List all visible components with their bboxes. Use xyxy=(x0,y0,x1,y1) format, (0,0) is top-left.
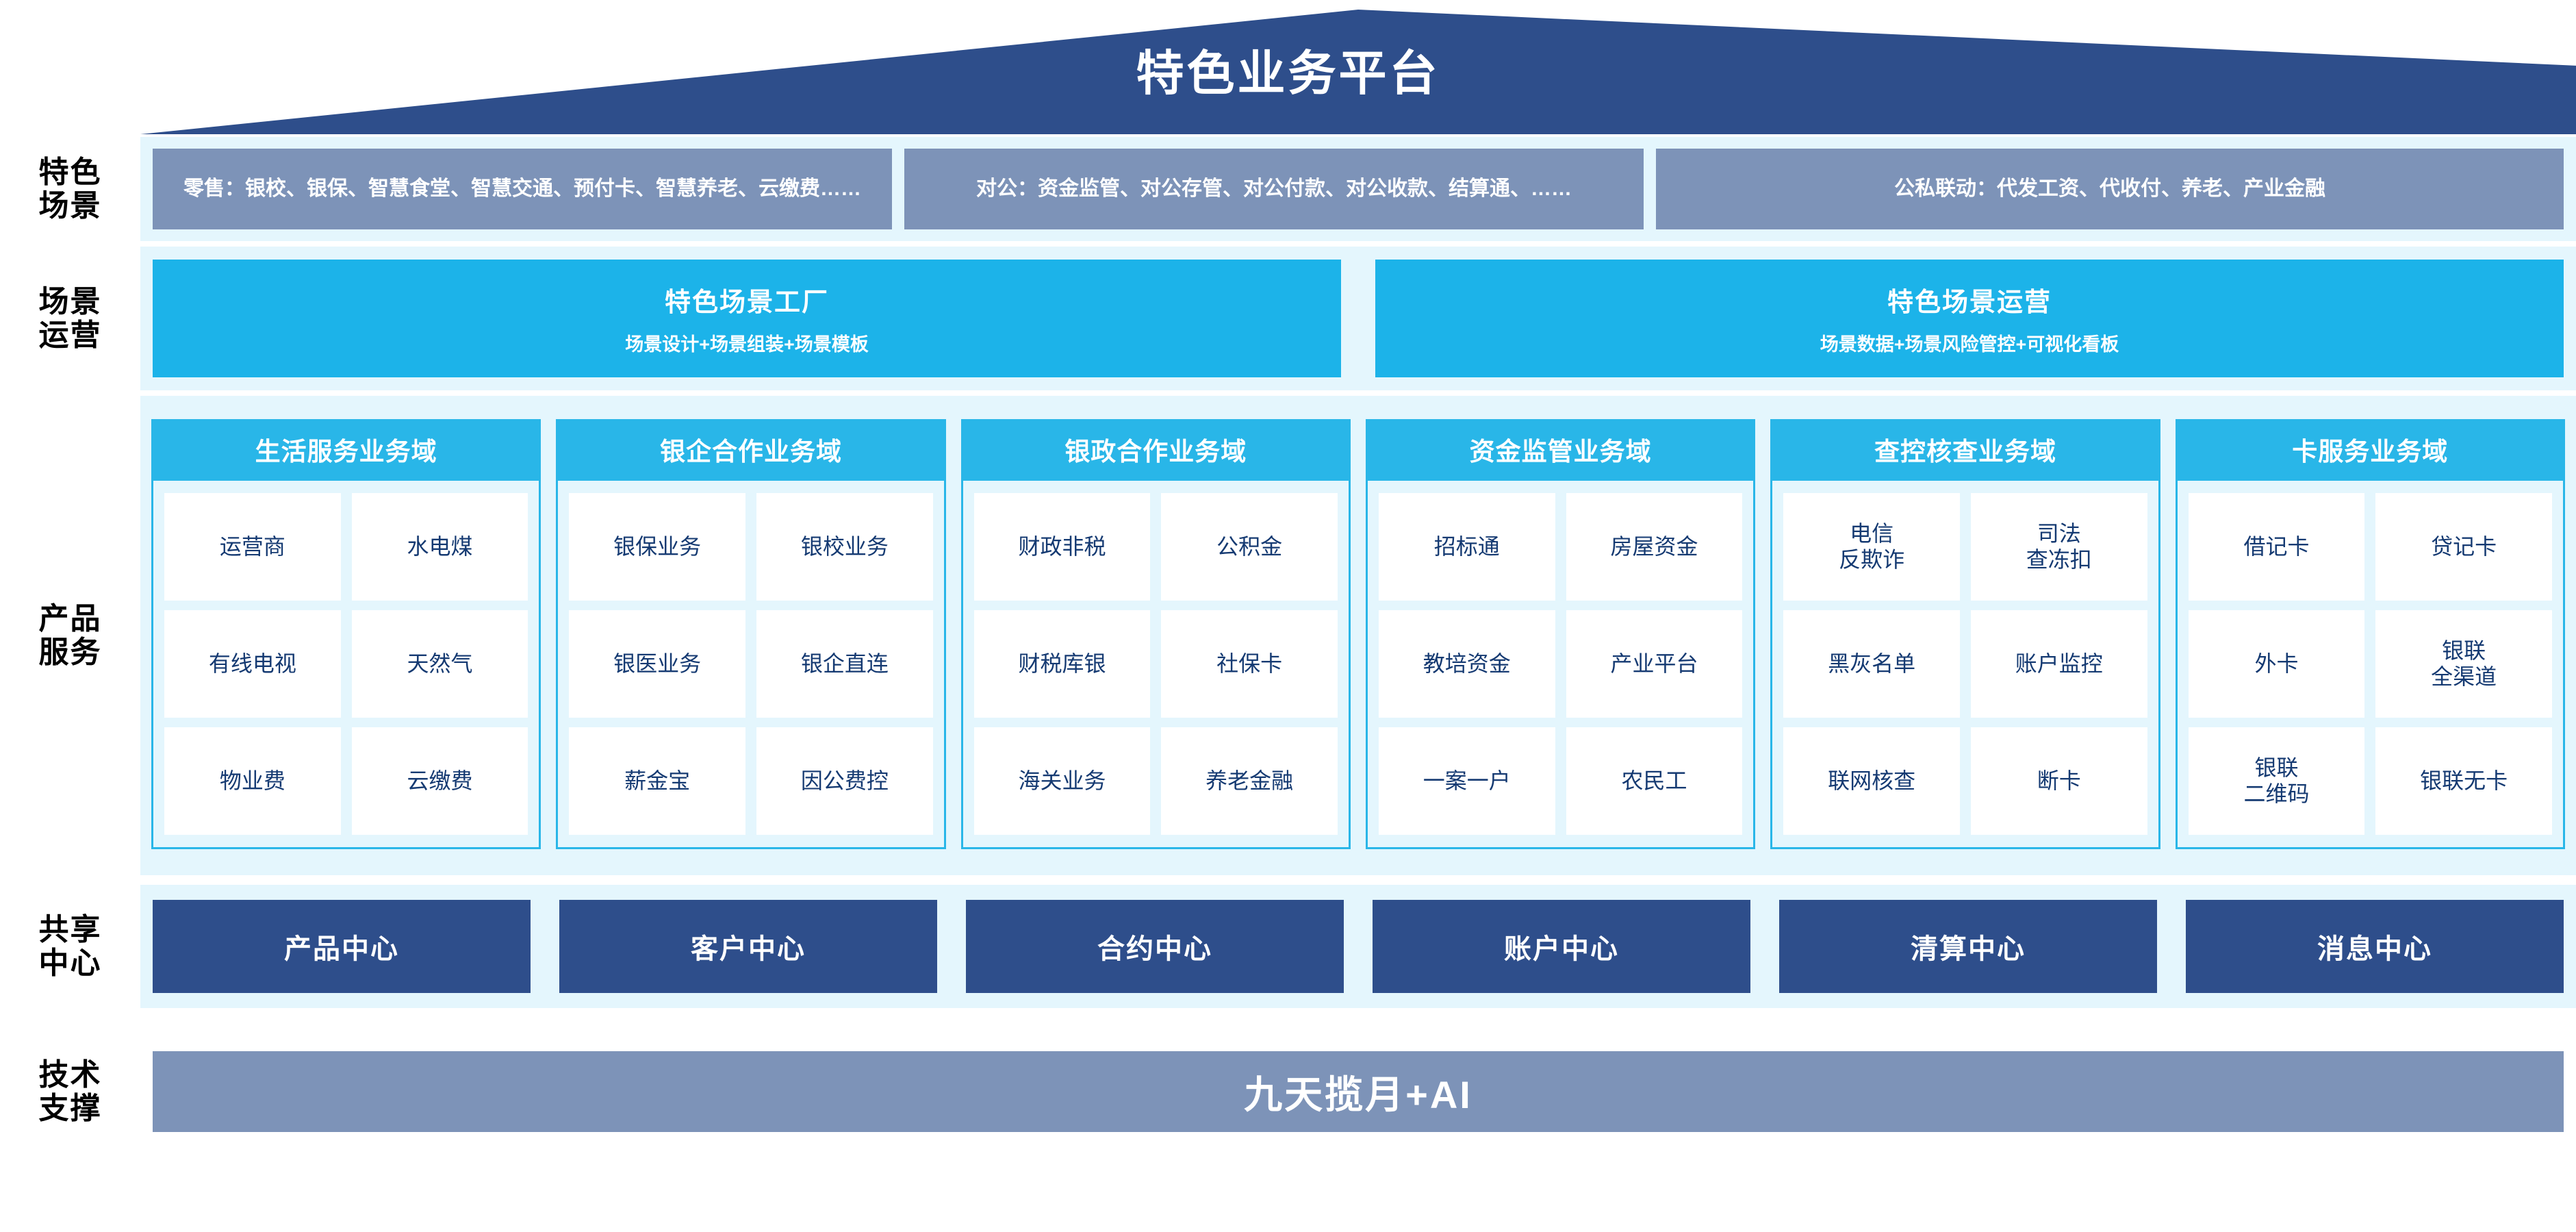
domain-cell[interactable]: 断卡 xyxy=(1970,727,2147,835)
domain-cell[interactable]: 银校业务 xyxy=(756,493,933,601)
domain-column-life-service: 生活服务业务域 运营商 水电煤 有线电视 天然气 物业费 云缴费 xyxy=(151,419,541,849)
scenarios-row: 特色 场景 零售：银校、银保、智慧食堂、智慧交通、预付卡、智慧养老、云缴费…… … xyxy=(0,137,2576,241)
operations-row: 场景 运营 特色场景工厂 场景设计+场景组装+场景模板 特色场景运营 场景数据+… xyxy=(0,247,2576,390)
domain-cell[interactable]: 教培资金 xyxy=(1378,610,1555,718)
domain-grid: 运营商 水电煤 有线电视 天然气 物业费 云缴费 xyxy=(153,481,539,847)
domain-cell[interactable]: 一案一户 xyxy=(1378,727,1555,835)
domain-cell[interactable]: 外卡 xyxy=(2188,610,2365,718)
operations-band: 特色场景工厂 场景设计+场景组装+场景模板 特色场景运营 场景数据+场景风险管控… xyxy=(140,247,2576,390)
page-title: 特色业务平台 xyxy=(1136,47,1440,100)
center-box-message[interactable]: 消息中心 xyxy=(2186,900,2564,993)
platform-roof: 特色业务平台 xyxy=(0,0,2576,137)
domain-grid: 财政非税 公积金 财税库银 社保卡 海关业务 养老金融 xyxy=(963,481,1349,847)
operation-subtitle: 场景数据+场景风险管控+可视化看板 xyxy=(1820,334,2119,355)
products-band: 生活服务业务域 运营商 水电煤 有线电视 天然气 物业费 云缴费 银企合作业务域… xyxy=(140,396,2576,875)
domain-title: 查控核查业务域 xyxy=(1770,419,2160,481)
operation-subtitle: 场景设计+场景组装+场景模板 xyxy=(625,334,869,355)
operation-box-scene-operation[interactable]: 特色场景运营 场景数据+场景风险管控+可视化看板 xyxy=(1375,260,2564,377)
domain-cell[interactable]: 薪金宝 xyxy=(569,727,745,835)
domain-column-investigation-control: 查控核查业务域 电信 反欺诈 司法 查冻扣 黑灰名单 账户监控 联网核查 断卡 xyxy=(1770,419,2160,849)
operation-title: 特色场景运营 xyxy=(1887,288,2052,317)
domain-cell[interactable]: 运营商 xyxy=(164,493,341,601)
center-box-settlement[interactable]: 清算中心 xyxy=(1779,900,2157,993)
row-label-operations: 场景 运营 xyxy=(38,284,102,352)
shared-centers-row: 共享 中心 产品中心 客户中心 合约中心 账户中心 清算中心 消息中心 xyxy=(0,885,2576,1008)
domain-cell[interactable]: 银保业务 xyxy=(569,493,745,601)
domain-cell[interactable]: 公积金 xyxy=(1161,493,1338,601)
scenario-box-corporate[interactable]: 对公：资金监管、对公存管、对公付款、对公收款、结算通、…… xyxy=(904,149,1644,229)
domain-title: 生活服务业务域 xyxy=(151,419,541,481)
center-box-product[interactable]: 产品中心 xyxy=(153,900,531,993)
operation-box-scene-factory[interactable]: 特色场景工厂 场景设计+场景组装+场景模板 xyxy=(153,260,1341,377)
scenarios-band: 零售：银校、银保、智慧食堂、智慧交通、预付卡、智慧养老、云缴费…… 对公：资金监… xyxy=(140,137,2576,241)
domain-grid: 借记卡 贷记卡 外卡 银联 全渠道 银联 二维码 银联无卡 xyxy=(2178,481,2563,847)
domain-cell[interactable]: 天然气 xyxy=(351,610,528,718)
center-box-contract[interactable]: 合约中心 xyxy=(966,900,1344,993)
domain-column-bank-enterprise: 银企合作业务域 银保业务 银校业务 银医业务 银企直连 薪金宝 因公费控 xyxy=(556,419,946,849)
domain-cell[interactable]: 银联 全渠道 xyxy=(2375,610,2552,718)
domain-cell[interactable]: 财政非税 xyxy=(973,493,1151,601)
domain-title: 银政合作业务域 xyxy=(960,419,1351,481)
domain-cell[interactable]: 联网核查 xyxy=(1783,727,1960,835)
products-row: 产品 服务 生活服务业务域 运营商 水电煤 有线电视 天然气 物业费 云缴费 银… xyxy=(0,396,2576,875)
row-label-products: 产品 服务 xyxy=(38,601,102,669)
domain-cell[interactable]: 银医业务 xyxy=(569,610,745,718)
domain-cell[interactable]: 水电煤 xyxy=(351,493,528,601)
domain-grid: 银保业务 银校业务 银医业务 银企直连 薪金宝 因公费控 xyxy=(558,481,943,847)
row-label-technical-support: 技术 支撑 xyxy=(38,1057,102,1125)
domain-title: 银企合作业务域 xyxy=(556,419,946,481)
domain-cell[interactable]: 银联 二维码 xyxy=(2188,727,2365,835)
row-label-scenarios: 特色 场景 xyxy=(38,155,102,223)
domain-cell[interactable]: 银企直连 xyxy=(756,610,933,718)
domain-title: 卡服务业务域 xyxy=(2175,419,2565,481)
domain-cell[interactable]: 云缴费 xyxy=(351,727,528,835)
technical-support-row: 技术 支撑 九天揽月+AI xyxy=(0,1023,2576,1160)
domain-grid: 电信 反欺诈 司法 查冻扣 黑灰名单 账户监控 联网核查 断卡 xyxy=(1772,481,2158,847)
domain-column-bank-government: 银政合作业务域 财政非税 公积金 财税库银 社保卡 海关业务 养老金融 xyxy=(960,419,1351,849)
domain-title: 资金监管业务域 xyxy=(1365,419,1756,481)
domain-cell[interactable]: 招标通 xyxy=(1378,493,1555,601)
scenario-box-retail[interactable]: 零售：银校、银保、智慧食堂、智慧交通、预付卡、智慧养老、云缴费…… xyxy=(153,149,892,229)
domain-cell[interactable]: 黑灰名单 xyxy=(1783,610,1960,718)
domain-grid: 招标通 房屋资金 教培资金 产业平台 一案一户 农民工 xyxy=(1368,481,1753,847)
domain-cell[interactable]: 养老金融 xyxy=(1161,727,1338,835)
shared-centers-band: 产品中心 客户中心 合约中心 账户中心 清算中心 消息中心 xyxy=(140,885,2576,1008)
domain-cell[interactable]: 电信 反欺诈 xyxy=(1783,493,1960,601)
domain-cell[interactable]: 社保卡 xyxy=(1161,610,1338,718)
domain-column-card-service: 卡服务业务域 借记卡 贷记卡 外卡 银联 全渠道 银联 二维码 银联无卡 xyxy=(2175,419,2565,849)
domain-cell[interactable]: 产业平台 xyxy=(1566,610,1743,718)
domain-cell[interactable]: 司法 查冻扣 xyxy=(1970,493,2147,601)
scenario-box-public-private[interactable]: 公私联动：代发工资、代收付、养老、产业金融 xyxy=(1656,149,2564,229)
domain-cell[interactable]: 海关业务 xyxy=(973,727,1151,835)
domain-cell[interactable]: 因公费控 xyxy=(756,727,933,835)
domain-cell[interactable]: 房屋资金 xyxy=(1566,493,1743,601)
row-label-shared-centers: 共享 中心 xyxy=(38,912,102,980)
domain-column-fund-supervision: 资金监管业务域 招标通 房屋资金 教培资金 产业平台 一案一户 农民工 xyxy=(1365,419,1756,849)
operation-title: 特色场景工厂 xyxy=(664,288,829,317)
domain-cell[interactable]: 银联无卡 xyxy=(2375,727,2552,835)
domain-cell[interactable]: 贷记卡 xyxy=(2375,493,2552,601)
domain-cell[interactable]: 借记卡 xyxy=(2188,493,2365,601)
domain-cell[interactable]: 农民工 xyxy=(1566,727,1743,835)
domain-cell[interactable]: 账户监控 xyxy=(1970,610,2147,718)
center-box-account[interactable]: 账户中心 xyxy=(1373,900,1750,993)
domain-cell[interactable]: 财税库银 xyxy=(973,610,1151,718)
domain-cell[interactable]: 有线电视 xyxy=(164,610,341,718)
domain-cell[interactable]: 物业费 xyxy=(164,727,341,835)
technical-support-band: 九天揽月+AI xyxy=(140,1023,2576,1160)
center-box-customer[interactable]: 客户中心 xyxy=(559,900,937,993)
technical-support-box[interactable]: 九天揽月+AI xyxy=(153,1051,2564,1132)
